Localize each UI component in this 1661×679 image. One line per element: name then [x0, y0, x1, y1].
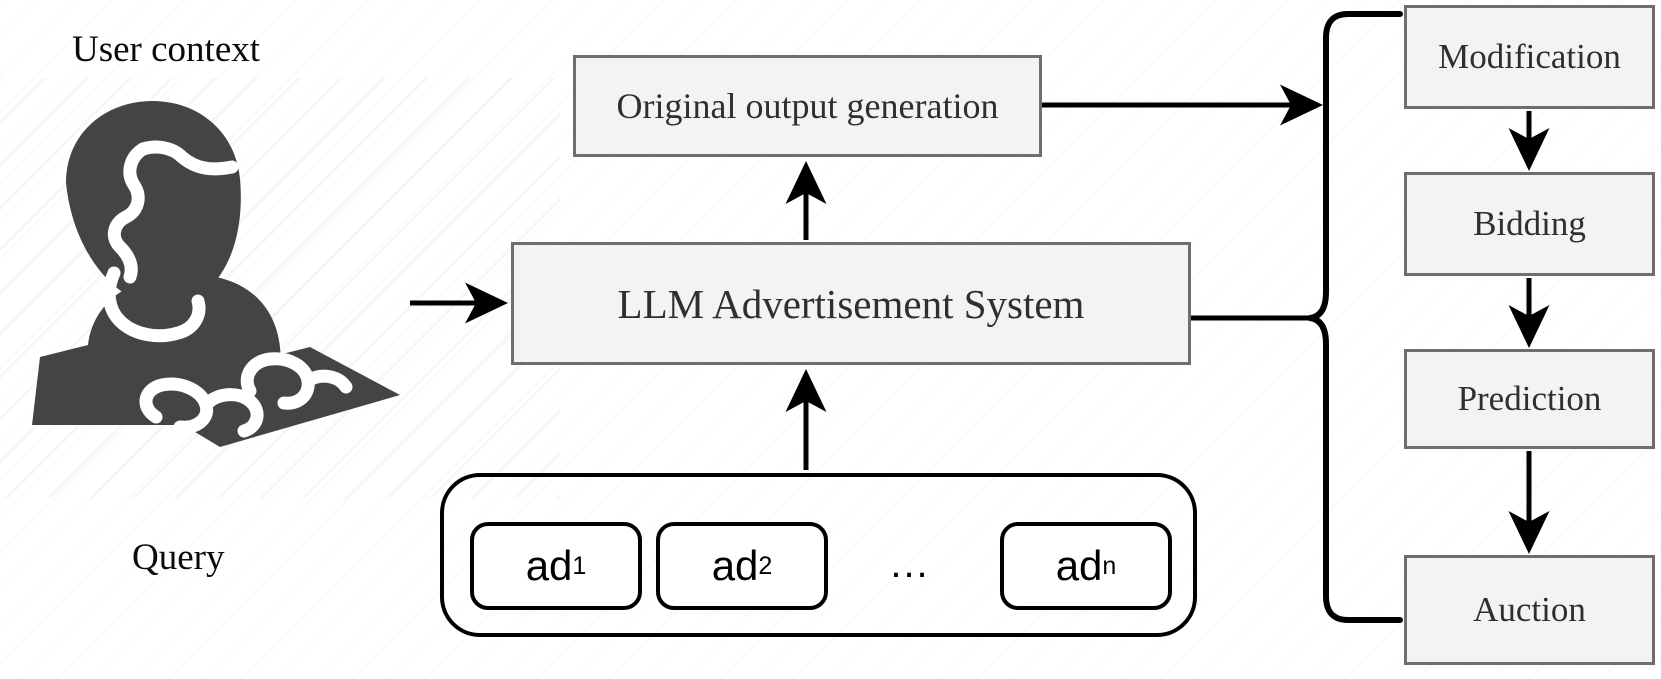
- pipeline-step-prediction[interactable]: Prediction: [1404, 349, 1655, 449]
- user-at-laptop-icon: [32, 101, 400, 447]
- pipeline-step-bidding[interactable]: Bidding: [1404, 172, 1655, 276]
- ad-item-2-base: ad: [711, 542, 759, 589]
- ads-ellipsis: ...: [890, 541, 930, 586]
- original-output-generation-box[interactable]: Original output generation: [573, 55, 1042, 157]
- ad-item-n-base: ad: [1055, 542, 1103, 589]
- ad-item-1-base: ad: [525, 542, 573, 589]
- pipeline-step-auction[interactable]: Auction: [1404, 555, 1655, 665]
- pipeline-brace: [1307, 11, 1403, 623]
- user-context-label: User context: [72, 29, 261, 70]
- ads-container: [440, 473, 1197, 637]
- llm-advertisement-system-box[interactable]: LLM Advertisement System: [511, 242, 1191, 365]
- query-label: Query: [132, 537, 225, 578]
- pipeline-step-modification[interactable]: Modification: [1404, 5, 1655, 109]
